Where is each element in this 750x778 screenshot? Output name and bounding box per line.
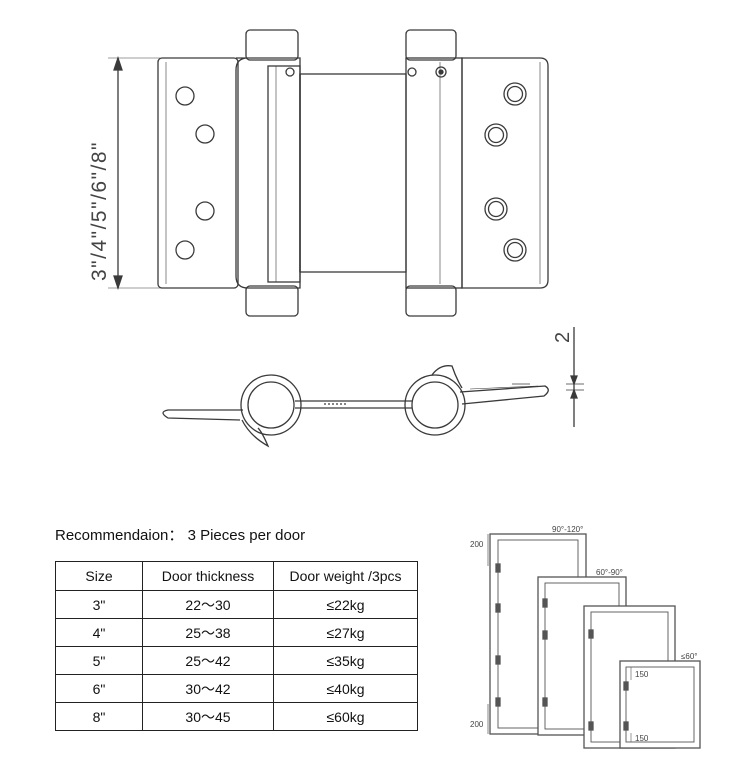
left-hinge-leaf (157, 57, 239, 289)
table-row: 6" 30～42 ≤40kg (55, 674, 418, 703)
table-row: 8" 30～45 ≤60kg (55, 702, 418, 731)
header-door-thickness: Door thickness (142, 561, 274, 591)
left-hinge-barrel (235, 29, 301, 317)
cell-size: 4" (55, 618, 143, 647)
table-row: 3" 22～30 ≤22kg (55, 590, 418, 619)
cell-weight: ≤22kg (273, 590, 418, 619)
cell-weight: ≤60kg (273, 702, 418, 731)
door-1-bottom-dim: 200 (470, 720, 484, 729)
spring-barrel (299, 73, 407, 273)
door-2-angle-label: 60°-90° (596, 568, 623, 577)
door-4-angle-label: ≤60° (681, 652, 698, 661)
thickness-dimension-label: 2 (552, 332, 574, 343)
cell-thickness: 25～38 (142, 618, 274, 647)
thickness-dimension-line (566, 327, 584, 427)
header-size: Size (55, 561, 143, 591)
hinge-section-view (162, 365, 549, 448)
header-door-weight: Door weight /3pcs (273, 561, 418, 591)
cell-size: 8" (55, 702, 143, 731)
door-4-bottom-dim: 150 (635, 734, 649, 743)
cell-thickness: 25～42 (142, 646, 274, 675)
door-1-top-dim: 200 (470, 540, 484, 549)
height-dimension-label: 3"/4"/5"/6"/8" (88, 141, 111, 281)
door-4-top-dim: 150 (635, 670, 649, 679)
cell-weight: ≤35kg (273, 646, 418, 675)
cell-weight: ≤27kg (273, 618, 418, 647)
table-row: 5" 25～42 ≤35kg (55, 646, 418, 675)
cell-size: 3" (55, 590, 143, 619)
recommendation-label: Recommendaion： (55, 527, 184, 544)
cell-thickness: 30～42 (142, 674, 274, 703)
door-1-angle-label: 90°-120° (552, 525, 583, 534)
cell-thickness: 30～45 (142, 702, 274, 731)
cell-thickness: 22～30 (142, 590, 274, 619)
right-hinge-leaf (461, 57, 549, 289)
recommendation-value: 3 Pieces per door (187, 527, 306, 544)
height-dimension-line (108, 55, 160, 291)
right-hinge-barrel (405, 29, 463, 317)
size-spec-table: Size Door thickness Door weight /3pcs 3"… (55, 561, 418, 731)
table-row: 4" 25～38 ≤27kg (55, 618, 418, 647)
cell-size: 6" (55, 674, 143, 703)
door-diagram-4 (619, 660, 701, 749)
cell-size: 5" (55, 646, 143, 675)
cell-weight: ≤40kg (273, 674, 418, 703)
table-header-row: Size Door thickness Door weight /3pcs (55, 561, 418, 591)
recommendation-line: Recommendaion： 3 Pieces per door (55, 524, 305, 545)
